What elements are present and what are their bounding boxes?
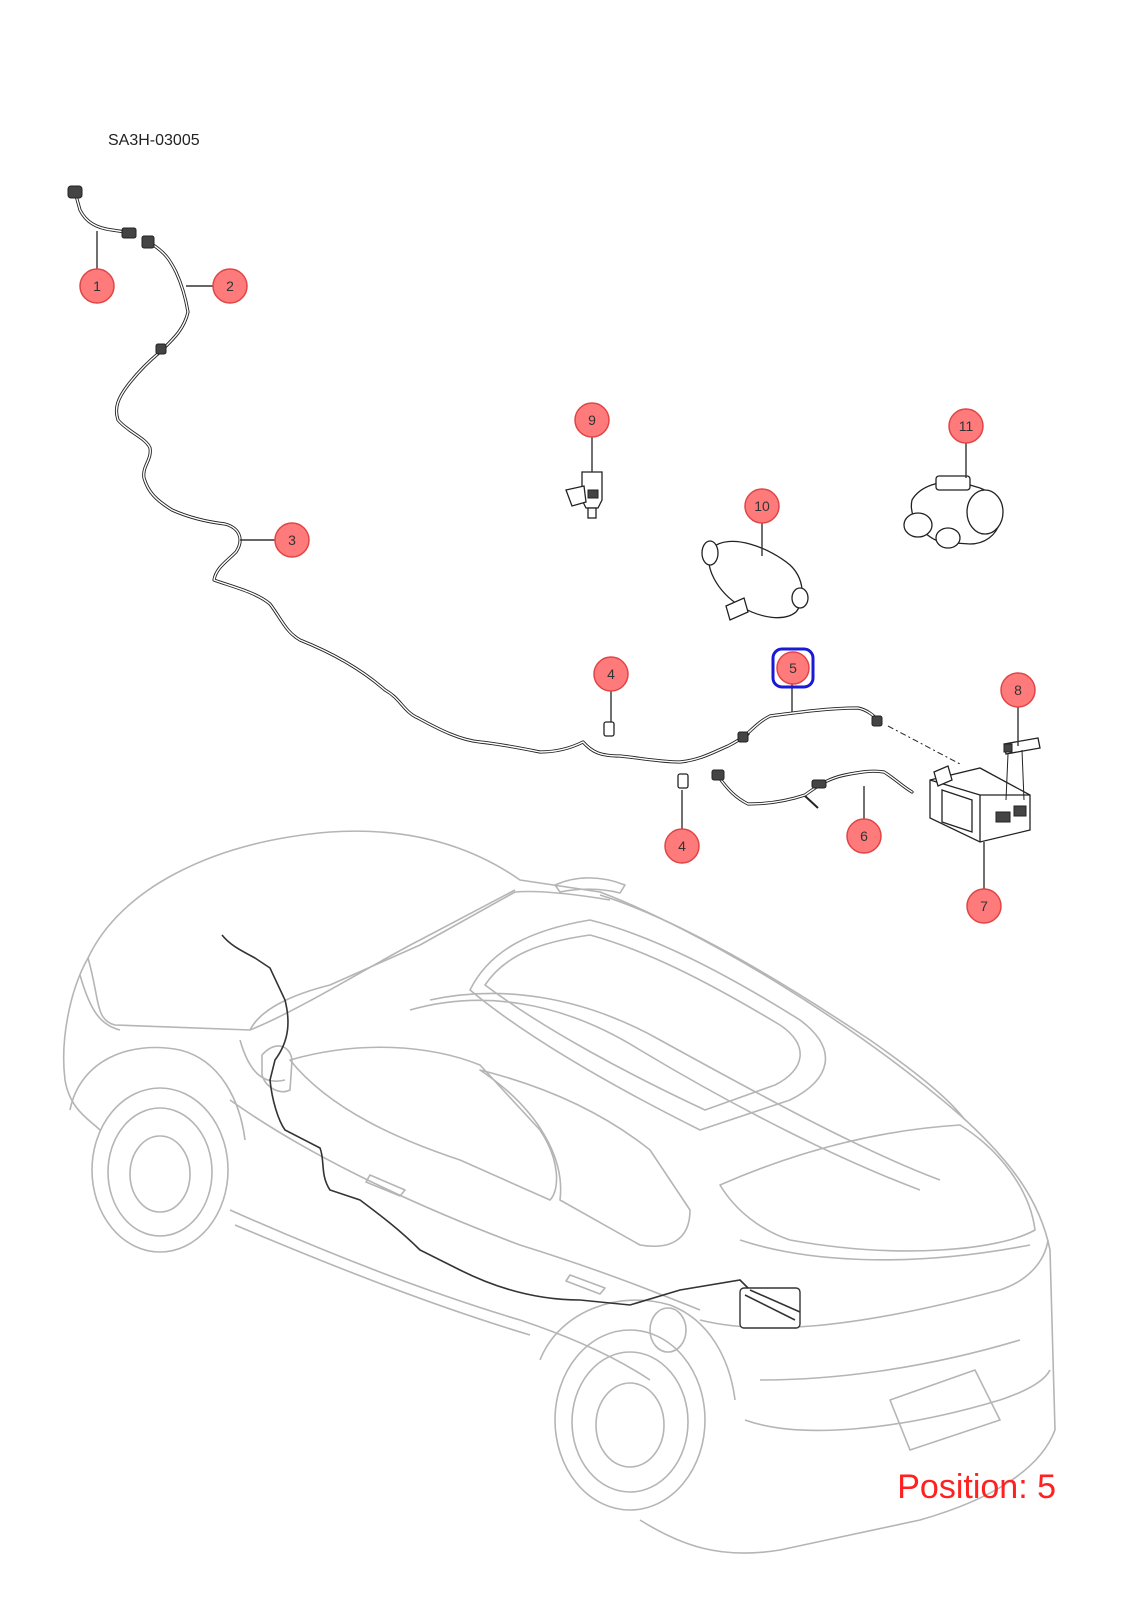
callout-4-upper-label: 4 xyxy=(607,666,615,682)
callout-4-upper[interactable]: 4 xyxy=(593,656,629,692)
diagram-code: SA3H-03005 xyxy=(108,132,200,149)
callout-7[interactable]: 7 xyxy=(966,888,1002,924)
sensor-part-9 xyxy=(565,471,603,519)
pipe-part-6 xyxy=(711,769,914,809)
pipe-part-5 xyxy=(737,706,961,765)
filter-part-10 xyxy=(701,540,809,621)
callout-4-lower-label: 4 xyxy=(678,838,686,854)
callout-5[interactable]: 5 xyxy=(771,647,815,689)
callout-11-label: 11 xyxy=(959,418,974,434)
callout-2[interactable]: 2 xyxy=(212,268,248,304)
position-label: Position: 5 xyxy=(897,1468,1056,1506)
valve-part-11 xyxy=(903,475,1004,549)
callout-10[interactable]: 10 xyxy=(744,488,780,524)
callout-1-label: 1 xyxy=(93,278,101,294)
callout-6[interactable]: 6 xyxy=(846,818,882,854)
vehicle-outline xyxy=(62,830,1056,1554)
callout-5-label: 5 xyxy=(789,660,797,676)
callout-9-label: 9 xyxy=(588,412,596,428)
callout-8-label: 8 xyxy=(1014,682,1022,698)
callout-2-label: 2 xyxy=(226,278,234,294)
callout-7-label: 7 xyxy=(980,898,988,914)
callout-3[interactable]: 3 xyxy=(274,522,310,558)
callout-1[interactable]: 1 xyxy=(79,268,115,304)
callout-9[interactable]: 9 xyxy=(574,402,610,438)
vehicle-fuel-line xyxy=(221,934,801,1329)
selection-highlight xyxy=(771,647,815,689)
callout-10-label: 10 xyxy=(754,498,770,514)
callout-leaders xyxy=(96,231,1019,890)
callout-3-label: 3 xyxy=(288,532,296,548)
bracket-part-8 xyxy=(1003,737,1041,801)
callout-8[interactable]: 8 xyxy=(1000,672,1036,708)
callout-6-label: 6 xyxy=(860,828,868,844)
fuel-pipe-assembly xyxy=(67,185,750,764)
canister-part-7 xyxy=(929,765,1031,878)
clip-part-4 xyxy=(603,721,689,789)
callout-11[interactable]: 11 xyxy=(948,408,984,444)
callout-4-lower[interactable]: 4 xyxy=(664,828,700,864)
